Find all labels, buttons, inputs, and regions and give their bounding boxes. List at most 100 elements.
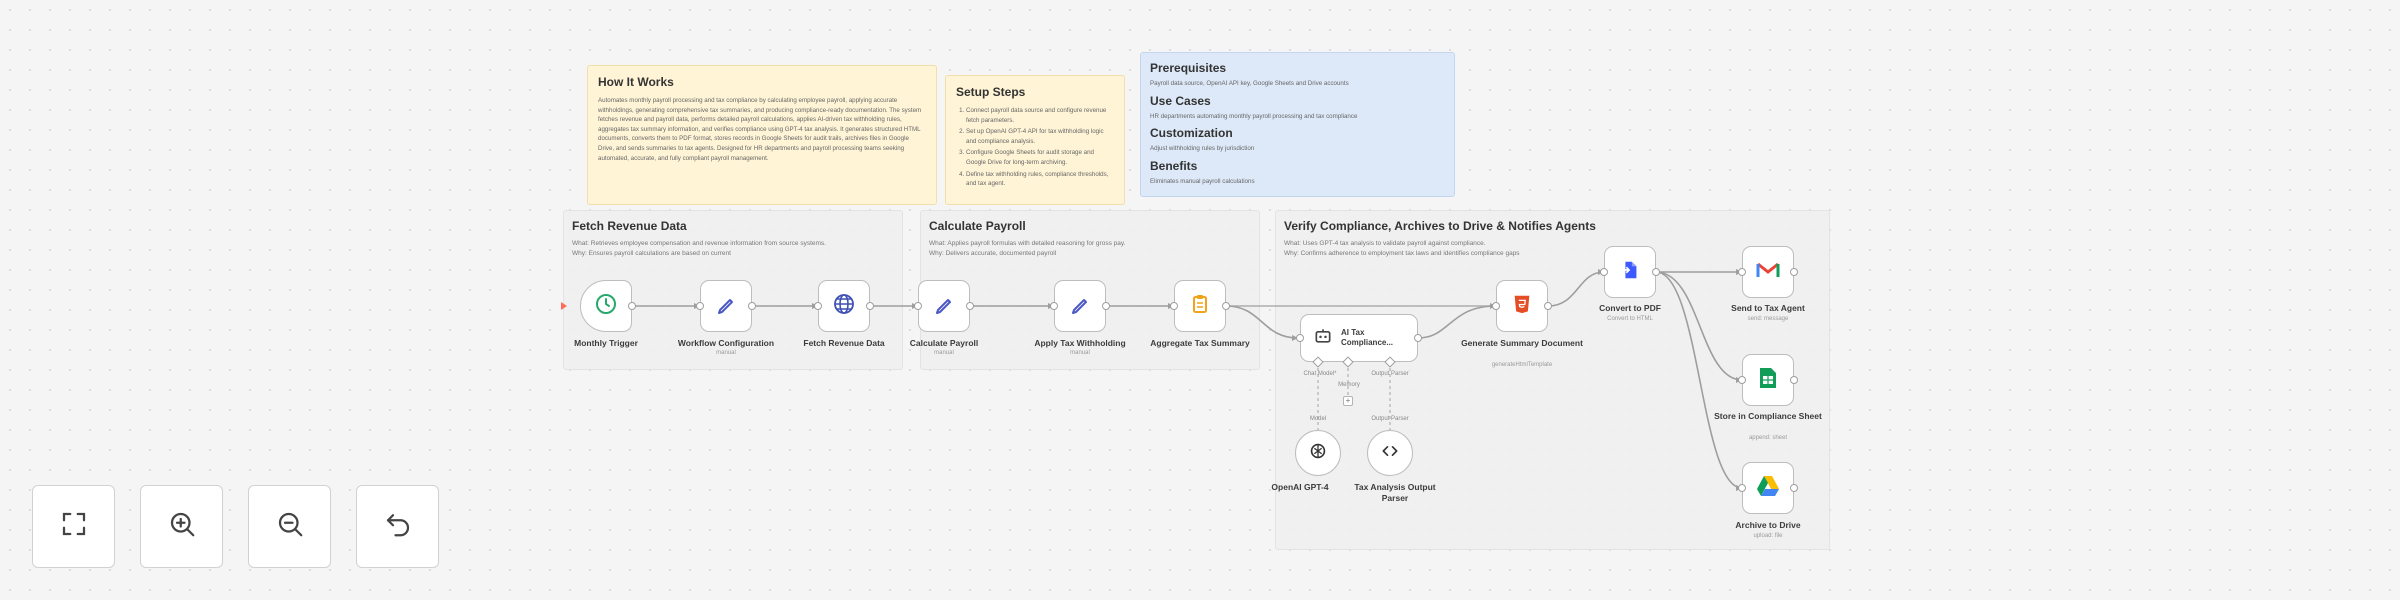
output-handle[interactable]: [866, 302, 874, 310]
slot-label: Output Parser: [1371, 371, 1409, 377]
node-subtitle: Convert to HTML: [1607, 316, 1653, 322]
group-title: Fetch Revenue Data: [572, 219, 687, 233]
node-label: Apply Tax Withholding: [1034, 338, 1126, 348]
prerequisites-title: Prerequisites: [1150, 61, 1227, 75]
node-label: Tax Analysis Output Parser: [1354, 482, 1436, 504]
node-subtitle: append: sheet: [1748, 435, 1788, 441]
setup-step: Set up OpenAI GPT-4 API for tax withhold…: [966, 127, 1114, 146]
output-handle[interactable]: [966, 302, 974, 310]
note-body: Automates monthly payroll processing and…: [598, 97, 922, 162]
group-why: Why: Confirms adherence to employment ta…: [1284, 250, 1520, 258]
node-subtitle: manual: [934, 350, 954, 356]
input-handle[interactable]: [1492, 302, 1500, 310]
group-what: What: Uses GPT-4 tax analysis to validat…: [1284, 240, 1486, 247]
store-in-compliance-sheet-node[interactable]: [1738, 354, 1798, 406]
input-handle[interactable]: [1600, 268, 1608, 276]
setup-step: Connect payroll data source and configur…: [966, 106, 1114, 125]
output-handle[interactable]: [748, 302, 756, 310]
zoom-in-button[interactable]: [140, 485, 223, 568]
send-to-tax-agent-node[interactable]: [1738, 246, 1798, 298]
node-label: Convert to PDF: [1599, 303, 1661, 313]
convert-to-pdf-node[interactable]: [1600, 246, 1660, 298]
input-handle[interactable]: [696, 302, 704, 310]
generate-summary-document-node[interactable]: [1492, 280, 1552, 332]
node-label: Archive to Drive: [1735, 520, 1801, 530]
note-info[interactable]: Prerequisites Payroll data source, OpenA…: [1140, 52, 1455, 197]
apply-tax-withholding-node[interactable]: [1050, 280, 1110, 332]
node-subtitle: generateHtmlTemplate: [1491, 362, 1553, 368]
input-handle[interactable]: [1296, 334, 1304, 342]
fetch-revenue-data-node[interactable]: [814, 280, 874, 332]
output-handle[interactable]: [1544, 302, 1552, 310]
note-how-it-works[interactable]: How It Works Automates monthly payroll p…: [587, 65, 937, 205]
openai-icon: [1307, 440, 1329, 467]
output-handle[interactable]: [1414, 334, 1422, 342]
node-subtitle: send: message: [1747, 316, 1789, 322]
node-subtitle: manual: [1070, 350, 1090, 356]
node-label: OpenAI GPT-4: [1271, 482, 1329, 492]
zoom-in-icon: [167, 509, 197, 544]
input-handle[interactable]: [1170, 302, 1178, 310]
note-title: Setup Steps: [956, 85, 1026, 99]
input-handle[interactable]: [814, 302, 822, 310]
pencil-icon: [714, 292, 738, 321]
input-handle[interactable]: [1738, 376, 1746, 384]
workflow-configuration-node[interactable]: [696, 280, 756, 332]
node-label: Generate Summary Document: [1461, 338, 1583, 348]
input-handle[interactable]: [1738, 268, 1746, 276]
node-label: AI Tax Compliance...: [1341, 327, 1394, 347]
input-handle[interactable]: [914, 302, 922, 310]
fit-view-button[interactable]: [32, 485, 115, 568]
setup-step: Define tax withholding rules, compliance…: [966, 170, 1114, 189]
tax-analysis-output-parser-node[interactable]: [1367, 430, 1413, 476]
zoom-out-button[interactable]: [248, 485, 331, 568]
file-convert-icon: [1619, 259, 1641, 286]
input-handle[interactable]: [1738, 484, 1746, 492]
aggregate-tax-summary-node[interactable]: [1170, 280, 1230, 332]
google-sheets-icon: [1759, 367, 1777, 394]
fullscreen-icon: [59, 509, 89, 544]
output-handle[interactable]: [1790, 484, 1798, 492]
output-handle[interactable]: [1652, 268, 1660, 276]
openai-gpt4-node[interactable]: [1295, 430, 1341, 476]
add-memory-button[interactable]: +: [1343, 396, 1353, 406]
input-handle[interactable]: [1050, 302, 1058, 310]
globe-icon: [832, 292, 856, 321]
google-drive-icon: [1756, 475, 1780, 502]
clock-icon: [594, 292, 618, 321]
gmail-icon: [1756, 260, 1780, 285]
group-what: What: Applies payroll formulas with deta…: [929, 240, 1126, 247]
group-why: Why: Delivers accurate, documented payro…: [929, 250, 1057, 258]
calculate-payroll-node[interactable]: [914, 280, 974, 332]
archive-to-drive-node[interactable]: [1738, 462, 1798, 514]
output-handle[interactable]: [1222, 302, 1230, 310]
output-handle[interactable]: [628, 302, 636, 310]
use-cases-title: Use Cases: [1150, 93, 1211, 108]
output-handle[interactable]: [1102, 302, 1110, 310]
pencil-icon: [1068, 292, 1092, 321]
node-subtitle: upload: file: [1753, 533, 1783, 539]
monthly-trigger-node[interactable]: [580, 280, 636, 332]
html5-icon: [1511, 293, 1533, 320]
node-label: Workflow Configuration: [677, 338, 775, 348]
slot-label: Chat Model*: [1303, 371, 1337, 377]
group-what: What: Retrieves employee compensation an…: [572, 240, 826, 247]
customization-title: Customization: [1150, 126, 1233, 141]
code-icon: [1380, 441, 1400, 466]
undo-button[interactable]: [356, 485, 439, 568]
output-handle[interactable]: [1790, 268, 1798, 276]
benefits-title: Benefits: [1150, 158, 1198, 173]
ai-tax-compliance-node[interactable]: AI Tax Compliance...: [1296, 314, 1422, 362]
benefits-body: Eliminates manual payroll calculations: [1150, 177, 1255, 185]
note-setup-steps[interactable]: Setup Steps Connect payroll data source …: [945, 75, 1125, 205]
customization-body: Adjust withholding rules by jurisdiction: [1150, 145, 1255, 153]
node-subtitle: manual: [716, 350, 736, 356]
zoom-out-icon: [275, 509, 305, 544]
prerequisites-body: Payroll data source, OpenAI API key, Goo…: [1150, 80, 1349, 87]
output-handle[interactable]: [1790, 376, 1798, 384]
slot-label: Output Parser: [1371, 416, 1409, 422]
robot-icon: [1313, 326, 1333, 351]
node-label: Calculate Payroll: [909, 338, 979, 348]
note-title: How It Works: [598, 75, 674, 89]
node-label: Store in Compliance Sheet: [1714, 411, 1822, 421]
